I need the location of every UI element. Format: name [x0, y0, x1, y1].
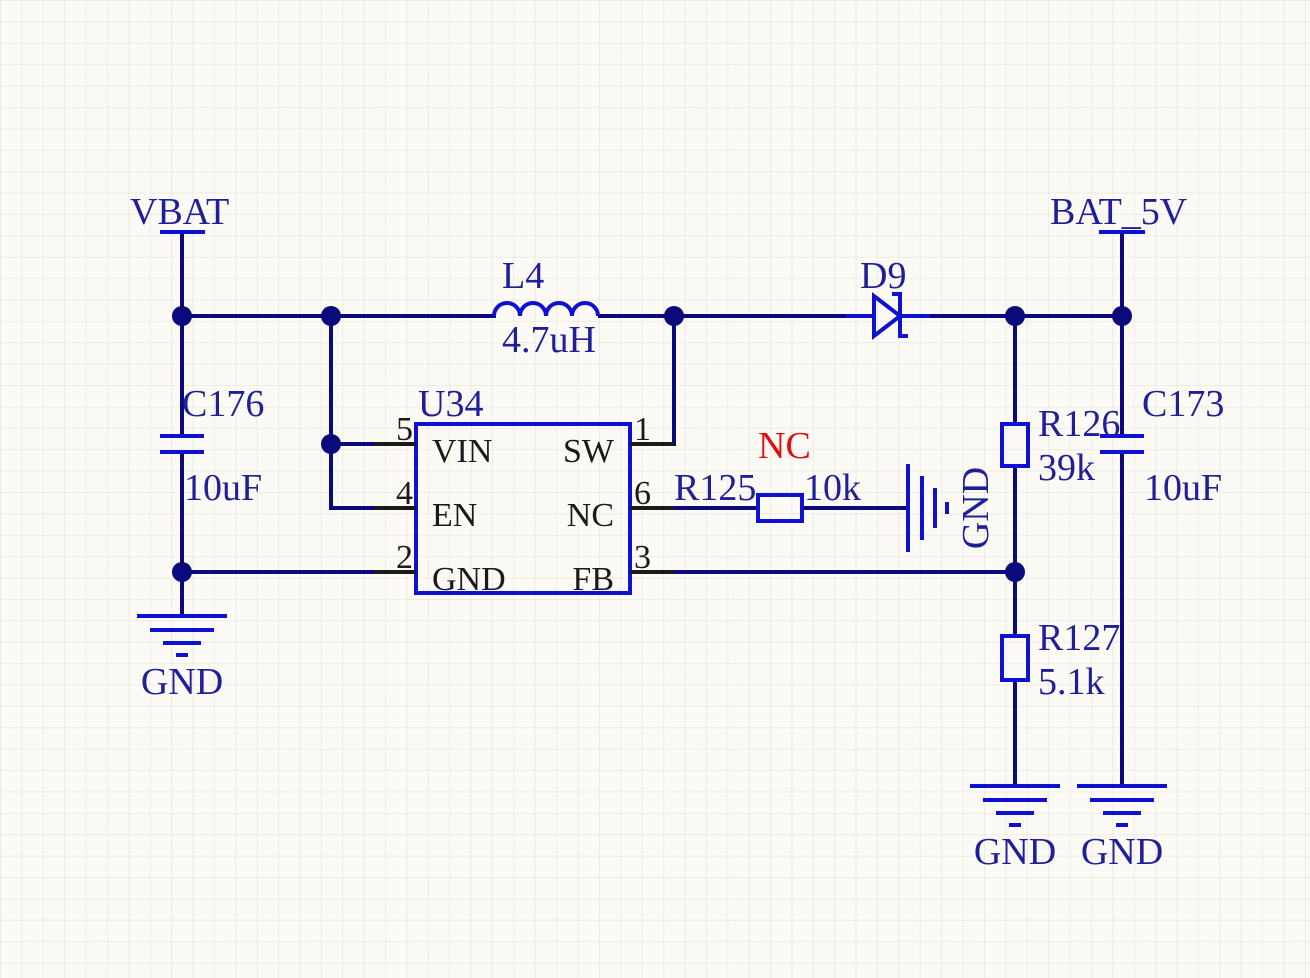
- pin-name: VIN: [432, 433, 492, 470]
- resistor-r127: R127 5.1k: [1000, 617, 1120, 703]
- diode-ref: D9: [860, 255, 906, 297]
- ground-icon: [970, 784, 1060, 827]
- resistor-r125: R125 10k NC: [674, 425, 861, 523]
- junctions: [172, 306, 1132, 582]
- pin-number: 1: [634, 411, 651, 448]
- pin-name: GND: [432, 561, 506, 598]
- r125-value: 10k: [804, 467, 861, 509]
- inductor-ref: L4: [502, 255, 544, 297]
- diode-triangle-icon: [872, 291, 904, 341]
- ground-icon: [137, 614, 227, 657]
- wires: [180, 230, 1124, 788]
- pin-number: 5: [396, 411, 413, 448]
- power-port-bat5v: BAT_5V: [1050, 191, 1188, 234]
- inductor-l4: L4 4.7uH: [492, 255, 600, 361]
- junction-fb: [1005, 562, 1025, 582]
- junction-vbat: [172, 306, 192, 326]
- pin-number: 4: [396, 475, 413, 512]
- r127-ref: R127: [1038, 617, 1120, 659]
- ground-icon: [1077, 784, 1167, 827]
- ground-nc: GND: [906, 464, 997, 552]
- inductor-value: 4.7uH: [502, 319, 596, 361]
- junction-sw: [664, 306, 684, 326]
- pin-name: NC: [567, 497, 614, 534]
- ground-r127: GND: [970, 784, 1060, 873]
- capacitor-c173: C173 10uF: [1100, 383, 1224, 509]
- power-label-vbat: VBAT: [130, 191, 229, 233]
- ground-label: GND: [141, 661, 223, 703]
- ground-left: GND: [137, 614, 227, 703]
- resistor-body-icon: [756, 493, 804, 523]
- ground-c173: GND: [1077, 784, 1167, 873]
- pin-number: 2: [396, 539, 413, 576]
- inductor-coil-icon: [492, 301, 600, 317]
- ic-u34: U34 5 4 2 1 6 3 VIN EN GND SW NC FB: [374, 383, 674, 598]
- r127-value: 5.1k: [1038, 661, 1105, 703]
- junction-vin-top: [321, 306, 341, 326]
- pin-name: FB: [572, 561, 614, 598]
- pin-number: 6: [634, 475, 651, 512]
- junction-divider-top: [1005, 306, 1025, 326]
- pin-name: SW: [563, 433, 615, 470]
- c173-value: 10uF: [1144, 467, 1222, 509]
- pin-number: 3: [634, 539, 651, 576]
- ground-label: GND: [974, 831, 1056, 873]
- c176-value: 10uF: [184, 467, 262, 509]
- junction-vin-pin: [321, 434, 341, 454]
- power-port-vbat: VBAT: [130, 191, 229, 234]
- c176-ref: C176: [182, 383, 264, 425]
- power-label-bat5v: BAT_5V: [1050, 191, 1188, 233]
- resistor-body-icon: [1000, 422, 1030, 468]
- ground-label: GND: [955, 467, 997, 549]
- junction-gnd-left: [172, 562, 192, 582]
- r126-value: 39k: [1038, 447, 1095, 489]
- pin-name: EN: [432, 497, 477, 534]
- c173-ref: C173: [1142, 383, 1224, 425]
- ic-ref: U34: [418, 383, 483, 425]
- r125-ref: R125: [674, 467, 756, 509]
- r126-ref: R126: [1038, 403, 1120, 445]
- junction-bat5v: [1112, 306, 1132, 326]
- ground-label: GND: [1081, 831, 1163, 873]
- diode-d9: D9: [846, 255, 930, 341]
- resistor-body-icon: [1000, 634, 1030, 682]
- ground-icon: [906, 464, 949, 552]
- capacitor-c176: C176 10uF: [160, 383, 264, 509]
- resistor-r126: R126 39k: [1000, 403, 1120, 489]
- r125-note: NC: [758, 425, 811, 467]
